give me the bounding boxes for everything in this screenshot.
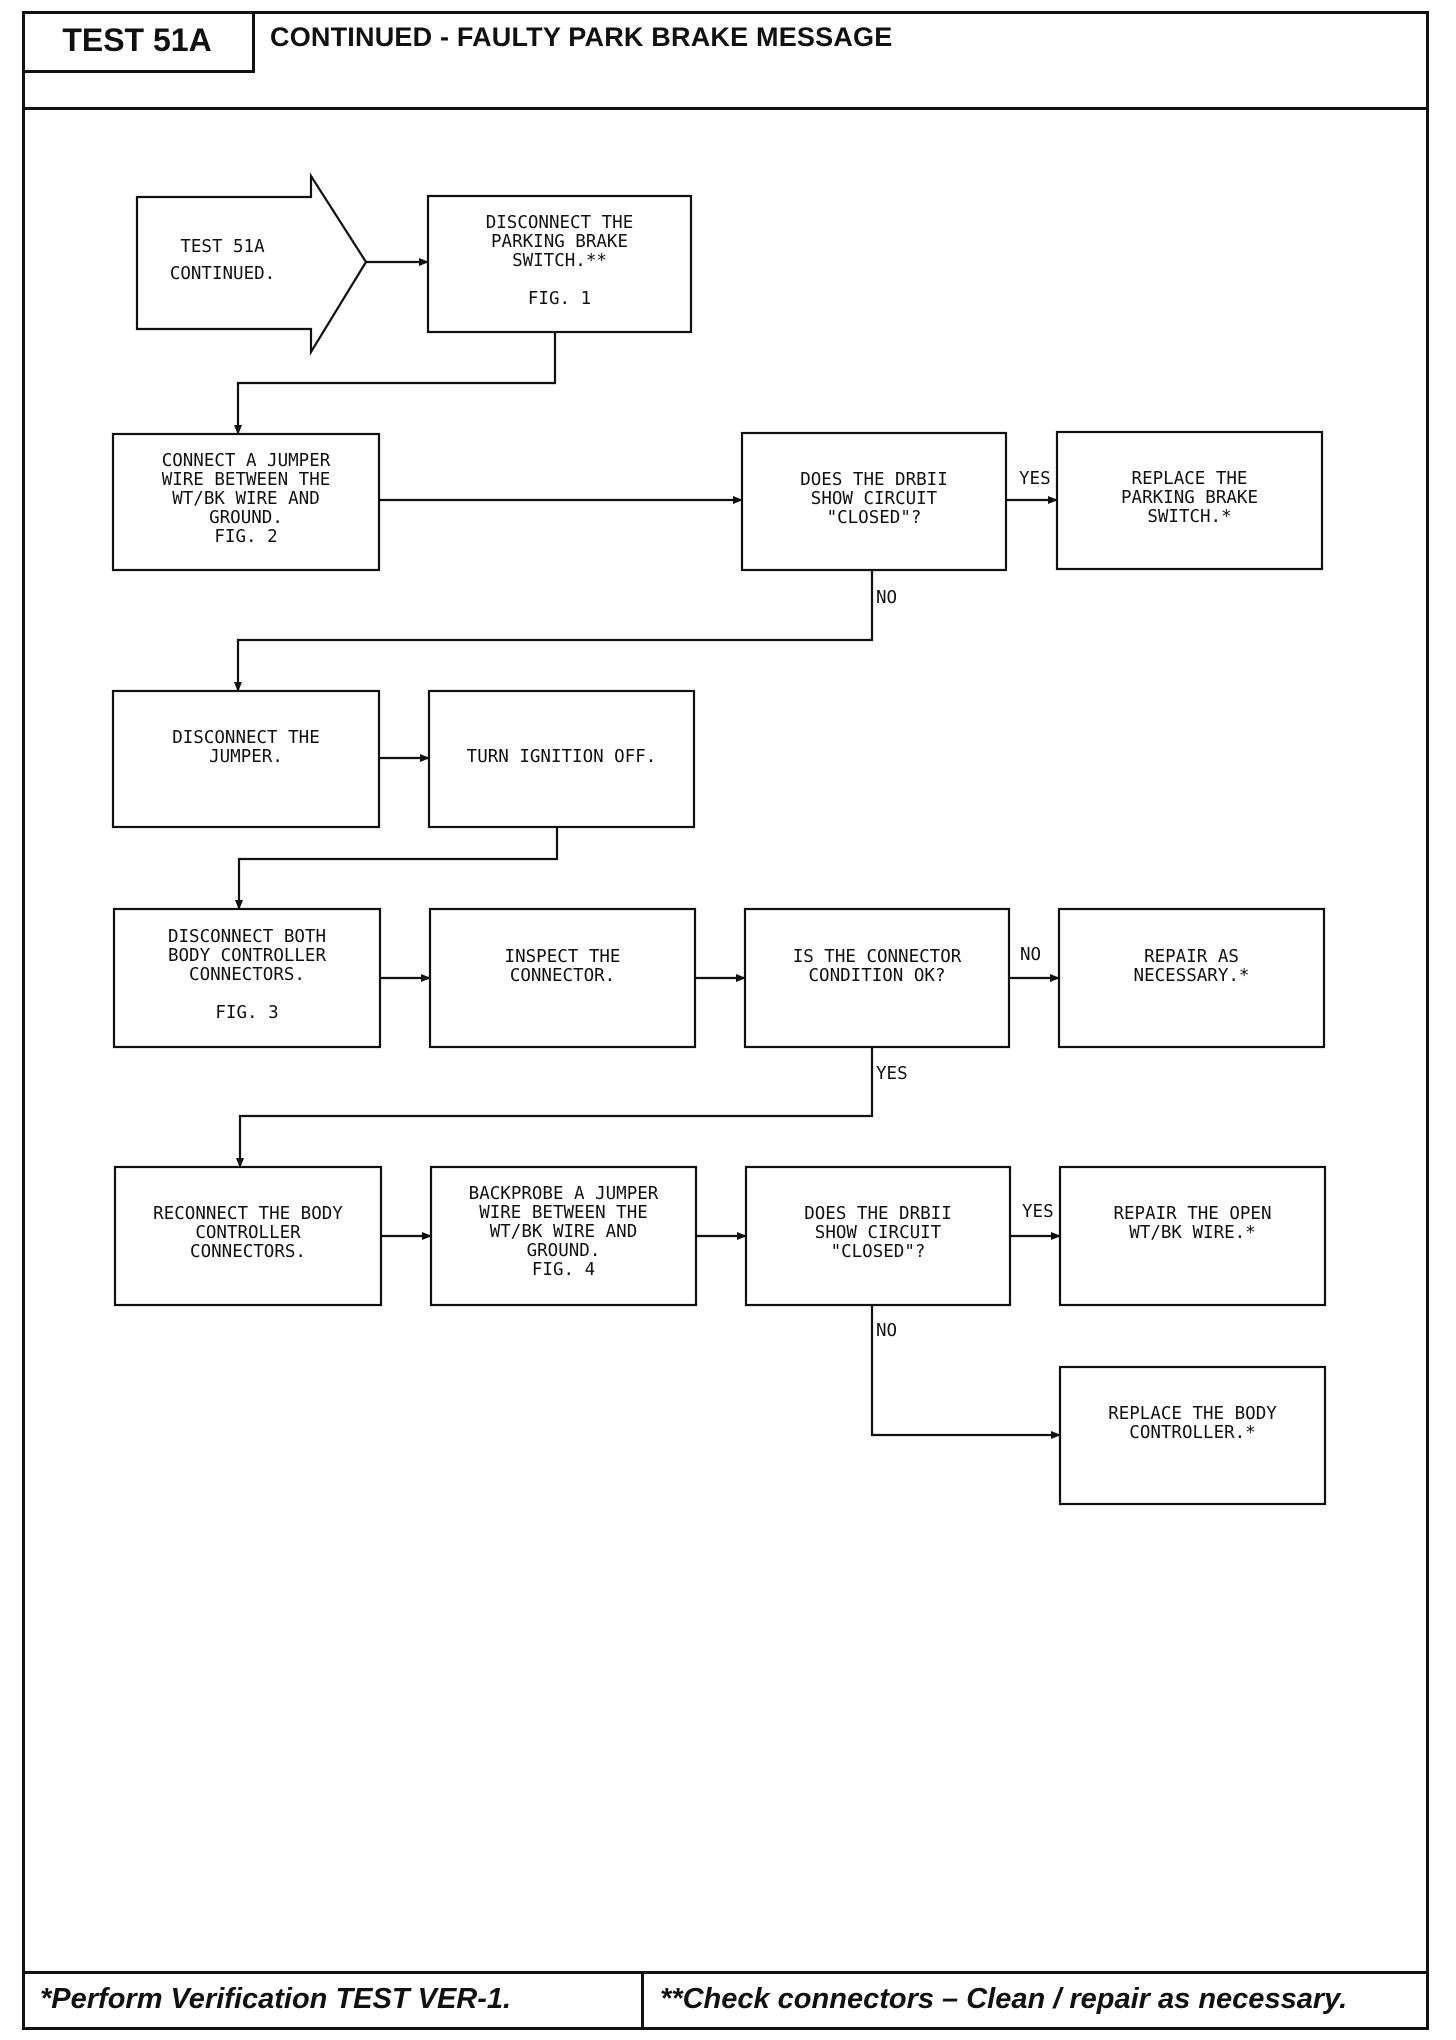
step-line: BACKPROBE A JUMPER: [468, 1184, 659, 1204]
decision-3-text: DOES THE DRBII SHOW CIRCUIT "CLOSED"?: [746, 1205, 1010, 1262]
step-line: BODY CONTROLLER: [167, 946, 327, 966]
step-line: JUMPER.: [209, 747, 283, 767]
label-no-2: NO: [1020, 945, 1042, 965]
step-line: WIRE BETWEEN THE: [479, 1203, 648, 1223]
decision-1-text: DOES THE DRBII SHOW CIRCUIT "CLOSED"?: [742, 471, 1006, 528]
connector-decision1-no: [234, 570, 874, 692]
step-line: WT/BK WIRE AND: [489, 1222, 638, 1242]
label-no-3: NO: [876, 1321, 898, 1341]
step-line: WT/BK WIRE AND: [172, 489, 320, 509]
figure-ref: FIG. 2: [214, 527, 278, 547]
footer-connector-note: **Check connectors – Clean / repair as n…: [660, 1983, 1348, 2015]
test-id-tab: TEST 51A: [22, 11, 255, 73]
question-line: "CLOSED"?: [830, 1242, 926, 1262]
header-divider: [22, 107, 1429, 110]
step-line: CONNECTOR.: [509, 966, 616, 986]
step-line: CONNECTORS.: [190, 1242, 306, 1262]
connector-switch-to-jumper: [234, 332, 557, 435]
box-connect-jumper: [111, 432, 381, 572]
start-arrow-shape: [135, 172, 368, 356]
step-line: INSPECT THE: [504, 947, 621, 967]
question-line: "CLOSED"?: [826, 508, 922, 528]
action-line: SWITCH.*: [1147, 507, 1232, 527]
decision-2-text: IS THE CONNECTOR CONDITION OK?: [745, 948, 1009, 986]
action-line: CONTROLLER.*: [1129, 1423, 1256, 1443]
step-line: TURN IGNITION OFF.: [466, 747, 657, 767]
step-line: WIRE BETWEEN THE: [161, 470, 331, 490]
action-line: REPLACE THE: [1131, 469, 1248, 489]
connector-ignition-to-connectors: [235, 827, 559, 910]
step-line: GROUND.: [209, 508, 283, 528]
action-line: REPAIR THE OPEN: [1113, 1204, 1272, 1224]
backprobe-jumper-text: BACKPROBE A JUMPER WIRE BETWEEN THE WT/B…: [431, 1185, 696, 1280]
figure-ref: FIG. 1: [527, 289, 592, 309]
action-line: PARKING BRAKE: [1121, 488, 1258, 508]
start-line-1: TEST 51A: [180, 237, 265, 257]
question-line: IS THE CONNECTOR: [792, 947, 962, 967]
start-line-2: CONTINUED.: [169, 264, 276, 284]
step-line: CONTROLLER: [195, 1223, 301, 1243]
question-line: SHOW CIRCUIT: [810, 489, 938, 509]
step-line: GROUND.: [526, 1241, 601, 1261]
reconnect-connectors-text: RECONNECT THE BODY CONTROLLER CONNECTORS…: [115, 1205, 381, 1262]
step-line: RECONNECT THE BODY: [153, 1204, 343, 1224]
repair-necessary-text: REPAIR AS NECESSARY.*: [1059, 948, 1324, 986]
step-line: DISCONNECT THE: [172, 728, 320, 748]
connector-decision3-no: [870, 1305, 1061, 1439]
step-line: DISCONNECT THE: [485, 213, 634, 233]
connector-decision2-yes: [236, 1047, 874, 1168]
label-no-1: NO: [876, 588, 898, 608]
step-line: PARKING BRAKE: [491, 232, 628, 252]
step-line: CONNECT A JUMPER: [161, 451, 331, 471]
disconnect-jumper-text: DISCONNECT THE JUMPER.: [113, 729, 379, 767]
page-frame: [22, 11, 1429, 2030]
question-line: CONDITION OK?: [808, 966, 946, 986]
label-yes-1: YES: [1019, 469, 1051, 489]
step-line: CONNECTORS.: [189, 965, 305, 985]
footer-divider: [22, 1971, 1429, 1974]
repair-open-wire-text: REPAIR THE OPEN WT/BK WIRE.*: [1060, 1205, 1325, 1243]
figure-ref: FIG. 3: [215, 1003, 279, 1023]
action-line: REPAIR AS: [1144, 947, 1239, 967]
label-yes-3: YES: [1022, 1202, 1054, 1222]
step-line: SWITCH.**: [512, 251, 607, 271]
action-line: NECESSARY.*: [1133, 966, 1250, 986]
figure-ref: FIG. 4: [531, 1260, 596, 1280]
footer-column-divider: [641, 1971, 644, 2029]
action-line: WT/BK WIRE.*: [1129, 1223, 1256, 1243]
start-text: TEST 51A CONTINUED.: [160, 238, 285, 284]
disconnect-connectors-text: DISCONNECT BOTH BODY CONTROLLER CONNECTO…: [114, 928, 380, 1023]
step-line: DISCONNECT BOTH: [167, 927, 327, 947]
ignition-off-text: TURN IGNITION OFF.: [429, 748, 694, 767]
question-line: SHOW CIRCUIT: [814, 1223, 942, 1243]
disconnect-switch-text: DISCONNECT THE PARKING BRAKE SWITCH.** F…: [428, 214, 691, 309]
footer-verification-note: *Perform Verification TEST VER-1.: [40, 1983, 512, 2015]
question-line: DOES THE DRBII: [800, 470, 948, 490]
label-yes-2: YES: [876, 1064, 908, 1084]
replace-switch-text: REPLACE THE PARKING BRAKE SWITCH.*: [1057, 470, 1322, 527]
inspect-connector-text: INSPECT THE CONNECTOR.: [430, 948, 695, 986]
connect-jumper-text: CONNECT A JUMPER WIRE BETWEEN THE WT/BK …: [113, 452, 379, 547]
question-line: DOES THE DRBII: [804, 1204, 952, 1224]
page-title: CONTINUED - FAULTY PARK BRAKE MESSAGE: [270, 22, 893, 52]
action-line: REPLACE THE BODY: [1108, 1404, 1277, 1424]
replace-controller-text: REPLACE THE BODY CONTROLLER.*: [1060, 1405, 1325, 1443]
